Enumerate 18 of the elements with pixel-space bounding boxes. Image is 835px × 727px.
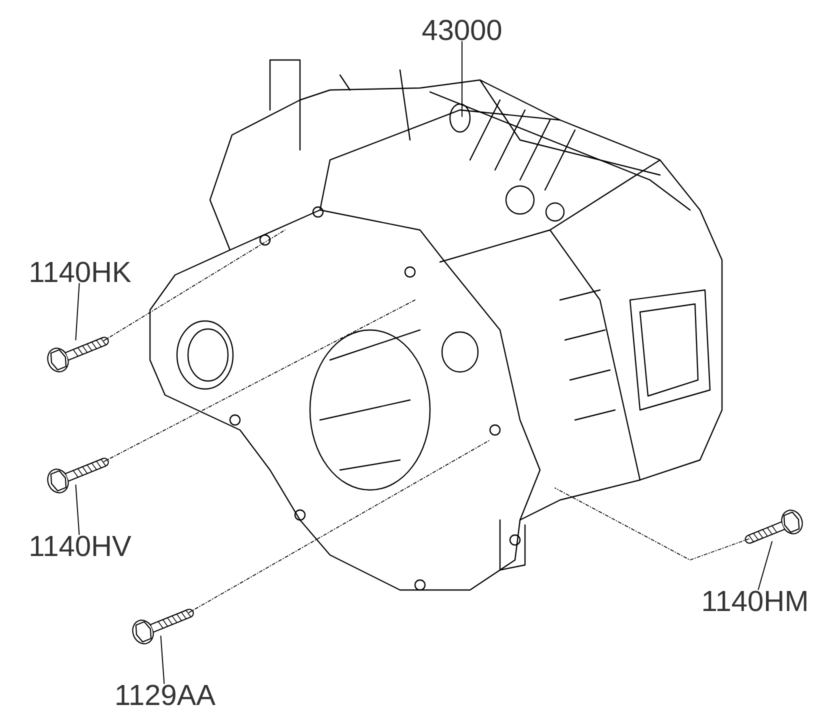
center-line <box>103 300 416 462</box>
leader-line <box>758 541 773 590</box>
center-line <box>554 488 750 560</box>
bolt-drawing <box>744 510 803 544</box>
bolt-drawing <box>47 458 109 494</box>
center-line <box>103 230 286 342</box>
bolt-drawing <box>132 608 194 644</box>
center-line <box>188 440 490 614</box>
part-number: 43000 <box>422 20 502 40</box>
part-number: 1140HV <box>30 536 132 556</box>
part-number: 1140HK <box>30 262 131 282</box>
leader-line <box>160 636 165 684</box>
leader-line <box>75 282 80 340</box>
part-number: 1129AA <box>116 684 216 706</box>
transmission-drawing <box>149 59 723 591</box>
leader-line <box>75 484 80 536</box>
bolt-drawing <box>47 336 109 372</box>
part-number: 1140HM <box>703 590 806 612</box>
